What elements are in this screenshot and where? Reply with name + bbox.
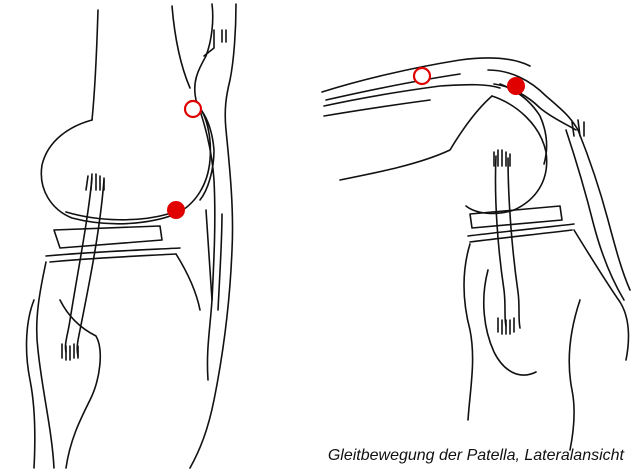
tibial-plateau-line bbox=[468, 224, 574, 236]
femur-shaft-left-edge bbox=[92, 10, 98, 120]
panel-flexed-knee bbox=[322, 58, 630, 450]
femur-shaft-right-edge bbox=[172, 6, 190, 88]
tibia-head-right bbox=[176, 254, 200, 310]
patella-end-marker-filled bbox=[507, 77, 525, 95]
condyle-inner-line bbox=[66, 212, 168, 220]
tibia-left-edge bbox=[464, 244, 473, 420]
cruciate-ligament-back bbox=[508, 158, 520, 328]
ligament-fibres-bottom bbox=[62, 344, 78, 360]
tibia-shaft bbox=[569, 300, 580, 450]
tibia-left-edge bbox=[37, 262, 54, 468]
meniscus bbox=[54, 226, 162, 248]
quadriceps-tendon-inner bbox=[494, 84, 576, 130]
femoral-condyle bbox=[41, 104, 210, 224]
patella-start-marker-hollow bbox=[414, 68, 430, 84]
cruciate-ligament-front bbox=[495, 156, 506, 326]
tibial-plateau-line-2 bbox=[470, 230, 572, 242]
ligament-fibres-bottom bbox=[498, 318, 514, 334]
patella-start-marker-hollow bbox=[185, 101, 201, 117]
patellar-tendon-inner bbox=[566, 130, 624, 300]
patella-end-marker-filled bbox=[167, 201, 185, 219]
patellar-tendon-outer bbox=[578, 130, 630, 290]
tibial-plateau-line-2 bbox=[50, 254, 176, 262]
femur-mid-line bbox=[326, 74, 460, 100]
femoral-condyle bbox=[340, 96, 492, 180]
ligament-fibres-top bbox=[86, 174, 104, 190]
meniscus bbox=[470, 206, 562, 228]
panel-extended-knee bbox=[27, 4, 236, 468]
cruciate-ligament-back bbox=[77, 180, 104, 356]
patella-outline bbox=[500, 84, 547, 164]
figure-caption: Gleitbewegung der Patella, Lateralansich… bbox=[328, 447, 624, 465]
cruciate-ligament-front bbox=[65, 178, 92, 352]
